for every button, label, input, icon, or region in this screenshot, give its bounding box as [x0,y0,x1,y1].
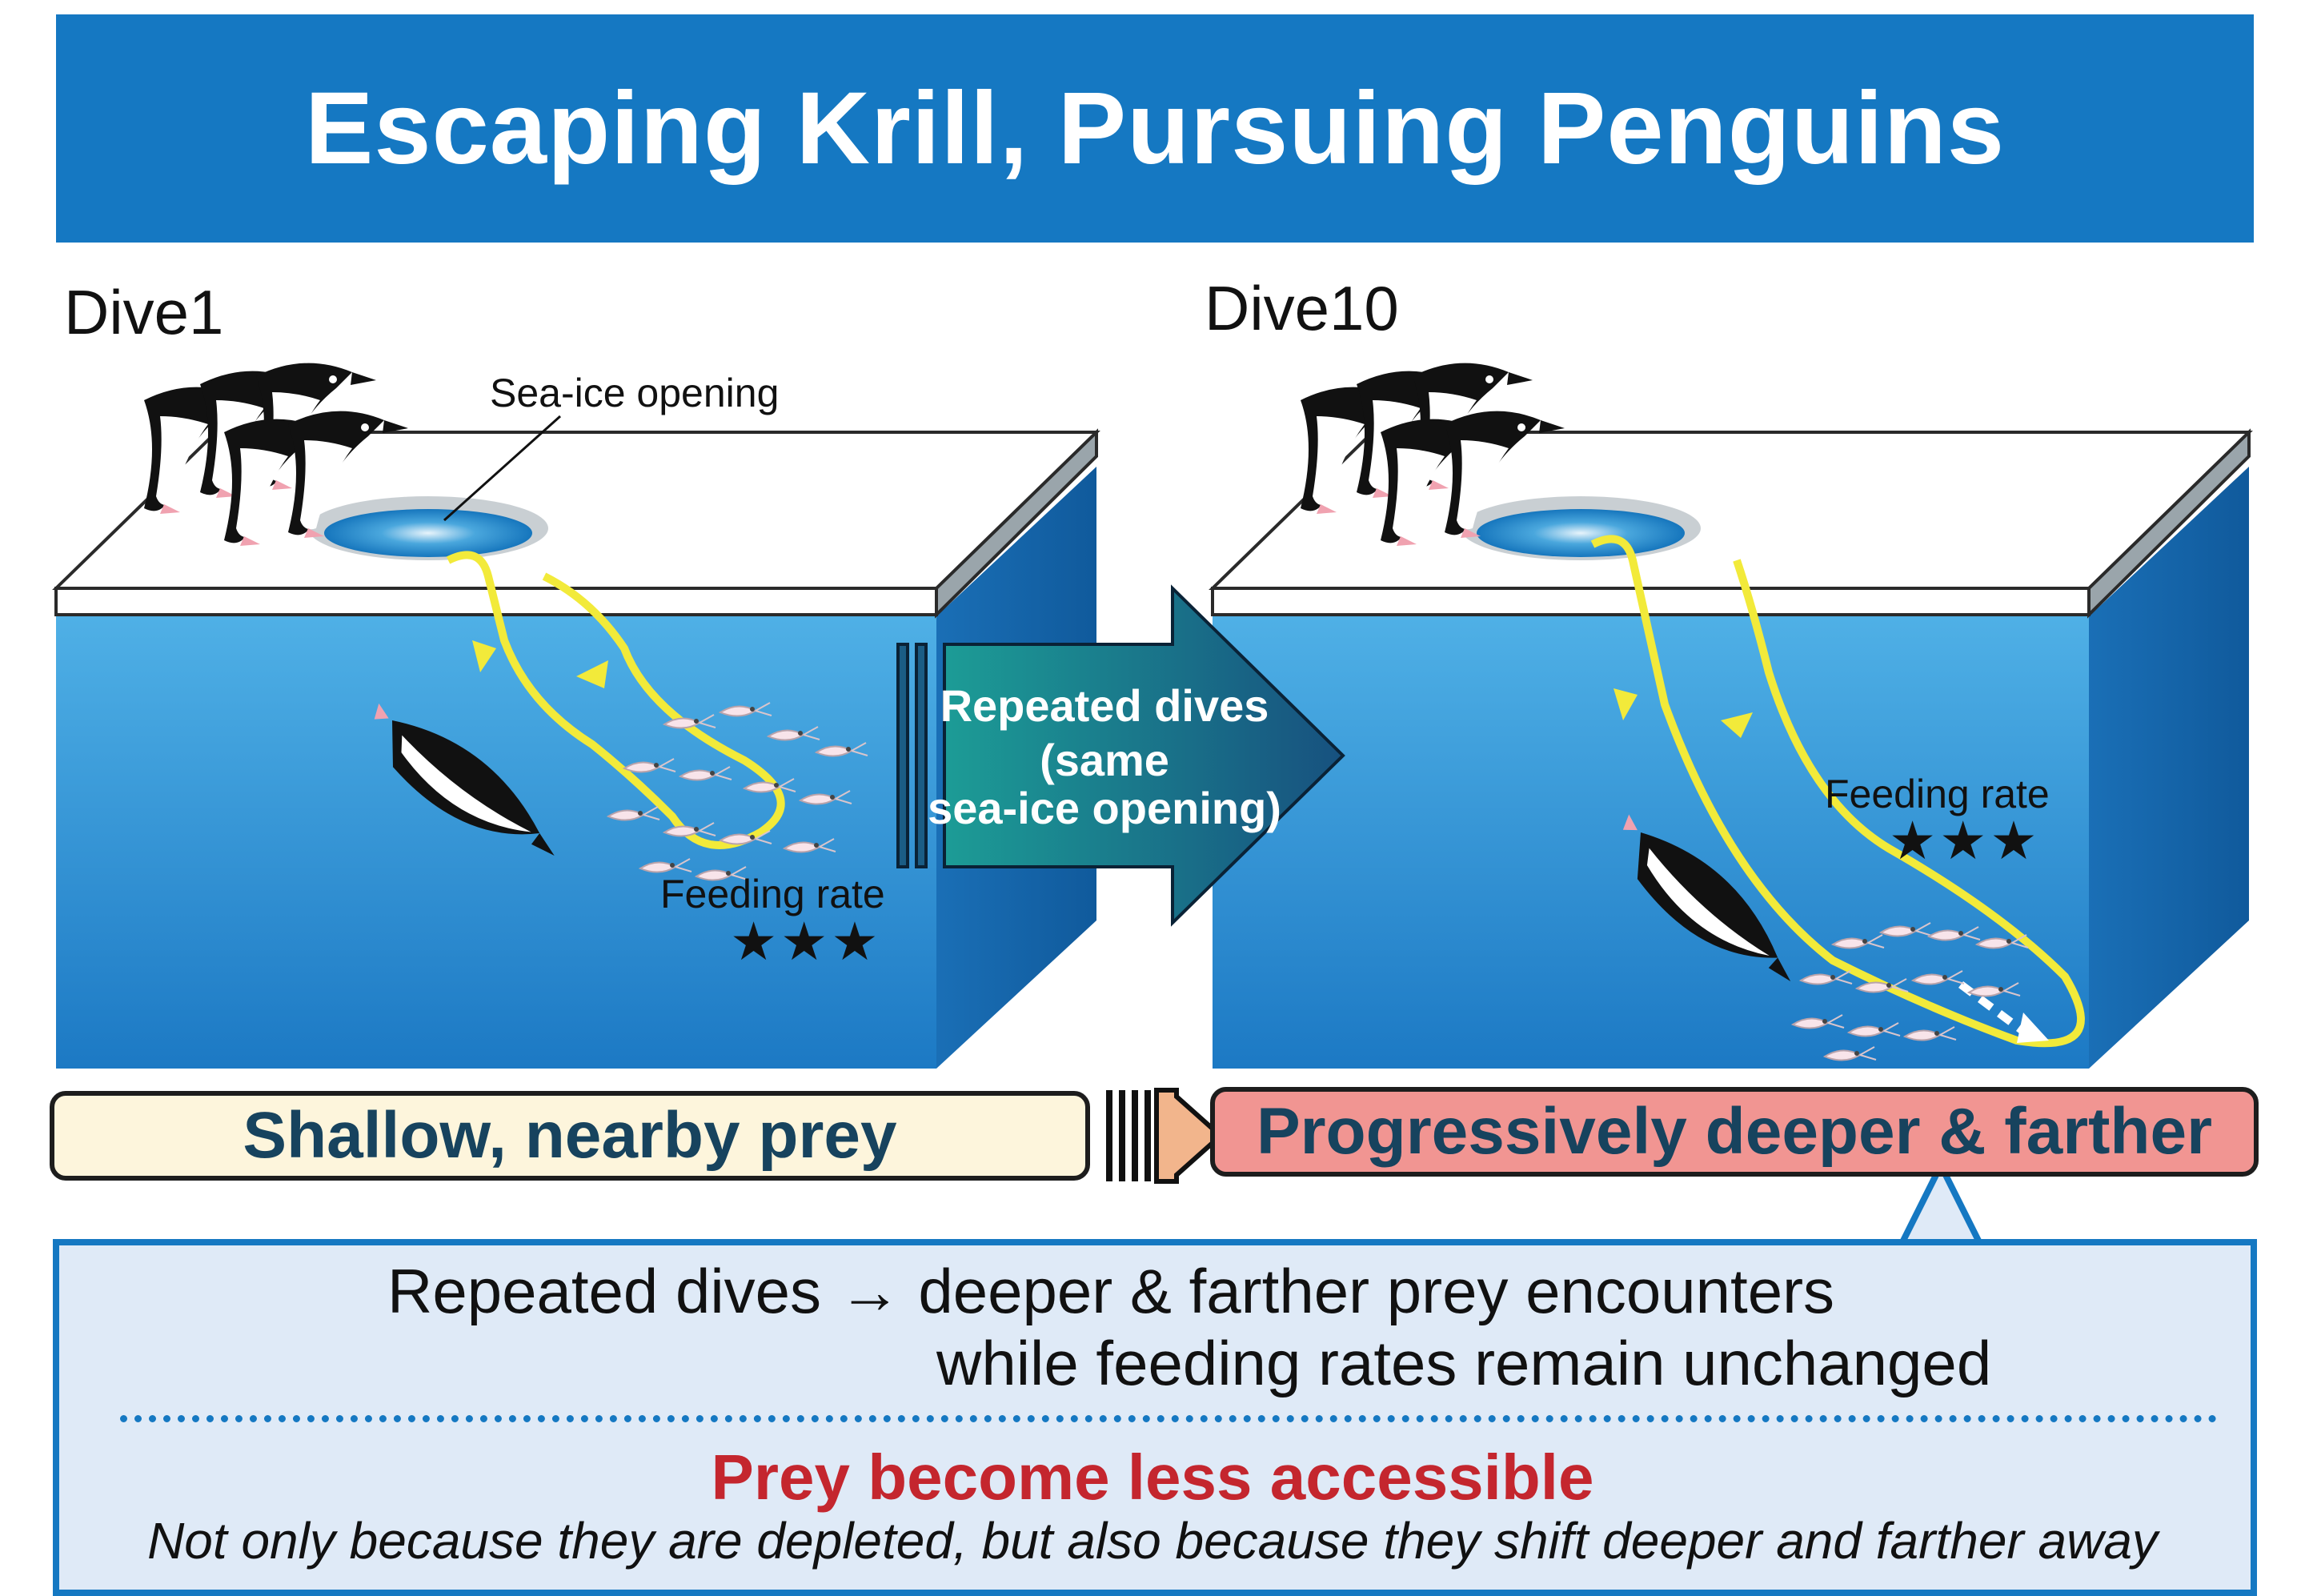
ice-hole-left [324,509,532,557]
dive1-label: Dive1 [64,277,224,347]
diving-penguin-right [1622,814,1791,981]
water-front-left [56,616,936,1069]
left-tank [52,363,1100,1069]
ice-label-leader [443,415,562,522]
ice-front-right [1211,587,2091,616]
feeding-stars-right: ★★★ [1889,811,2041,870]
summary-divider [120,1415,2217,1422]
path-arrow-down-left [472,640,496,672]
feeding-stars-left: ★★★ [730,912,882,971]
dive10-label: Dive10 [1205,273,1399,343]
feeding-rate-label-left: Feeding rate [660,872,885,916]
right-tank [1209,363,2253,1069]
transition-arrow [896,584,1345,927]
transition-text-line3: sea-ice opening) [928,783,1281,833]
deeper-prey-strip: Progressively deeper & farther [1210,1087,2259,1177]
path-arrow-up-left [576,660,608,688]
summary-line2: while feeding rates remain unchanged [936,1328,1992,1398]
water-side-right [2089,467,2249,1069]
dive-path-right [1590,535,2085,1048]
deeper-prey-text: Progressively deeper & farther [1256,1095,2213,1168]
summary-note: Not only because they are depleted, but … [147,1512,2158,1570]
path-arrow-up-right [1721,712,1753,738]
ice-hole-right [1477,509,1685,557]
strip-connector-arrow [1106,1088,1225,1184]
ice-side-left [935,428,1098,619]
shallow-prey-text: Shallow, nearby prey [243,1099,897,1172]
path-arrow-down-right [1614,688,1638,720]
summary-line1: Repeated dives → deeper & farther prey e… [387,1256,1835,1326]
title-banner: Escaping Krill, Pursuing Penguins [56,14,2254,243]
transition-text-line2: (same [1040,735,1169,785]
transition-text-line1: Repeated dives [940,680,1269,731]
page-title: Escaping Krill, Pursuing Penguins [305,71,2005,186]
summary-highlight: Prey become less accessible [711,1442,1594,1513]
dive-path-left [446,551,785,849]
feeding-rate-label-right: Feeding rate [1825,772,2050,816]
ice-side-right [2087,428,2251,619]
shift-arrowhead [2017,1013,2049,1043]
sea-ice-opening-label: Sea-ice opening [490,371,780,415]
shallow-prey-strip: Shallow, nearby prey [50,1091,1090,1181]
summary-pointer [1898,1158,1984,1247]
diving-penguin-left [374,703,555,856]
